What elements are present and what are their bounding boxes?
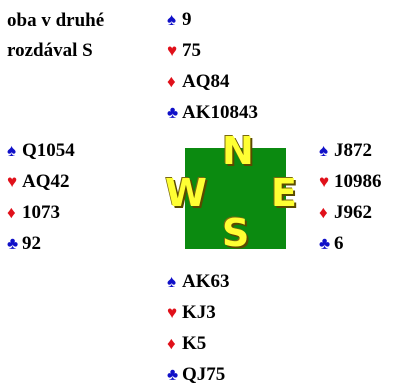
compass-north-label: N: [222, 129, 254, 173]
south-spades-cards: AK63: [182, 271, 230, 292]
west-clubs: ♣92: [7, 228, 75, 259]
east-spades: ♠ J872: [319, 135, 382, 166]
club-icon: ♣: [167, 103, 179, 122]
south-hearts-cards: KJ3: [182, 302, 216, 323]
diamond-icon: ♦: [167, 72, 176, 91]
east-diamonds-cards: J962: [334, 202, 372, 223]
spade-icon: ♠: [167, 10, 177, 29]
north-hand: ♠9 ♥75 ♦AQ84 ♣AK10843: [167, 4, 258, 128]
diamond-icon: ♦: [167, 334, 176, 353]
east-clubs: ♣6: [319, 228, 382, 259]
north-diamonds-cards: AQ84: [182, 71, 230, 92]
deal-info: oba v druhé rozdával S: [7, 6, 104, 66]
diamond-icon: ♦: [319, 203, 328, 222]
west-spades: ♠ Q1054: [7, 135, 75, 166]
heart-icon: ♥: [7, 172, 18, 191]
north-hearts-cards: 75: [182, 40, 201, 61]
west-hand: ♠ Q1054 ♥AQ42 ♦ 1073 ♣92: [7, 135, 75, 259]
compass-east-label: E: [271, 171, 297, 215]
west-hearts: ♥AQ42: [7, 166, 75, 197]
compass-west-label: W: [165, 171, 207, 215]
club-icon: ♣: [7, 234, 19, 253]
south-clubs: ♣QJ75: [167, 359, 230, 390]
compass-south-label: S: [222, 211, 250, 255]
west-diamonds-cards: 1073: [22, 202, 60, 223]
north-spades: ♠9: [167, 4, 258, 35]
east-clubs-cards: 6: [334, 233, 344, 254]
spade-icon: ♠: [7, 141, 17, 160]
heart-icon: ♥: [167, 41, 178, 60]
compass-square: [185, 148, 286, 249]
compass: N W E S: [165, 132, 297, 255]
north-diamonds: ♦ AQ84: [167, 66, 258, 97]
north-clubs-cards: AK10843: [182, 102, 258, 123]
west-clubs-cards: 92: [22, 233, 41, 254]
east-hand: ♠ J872 ♥10986 ♦ J962 ♣6: [319, 135, 382, 259]
east-spades-cards: J872: [334, 140, 372, 161]
east-hearts: ♥10986: [319, 166, 382, 197]
spade-icon: ♠: [167, 272, 177, 291]
south-spades: ♠ AK63: [167, 266, 230, 297]
vulnerability-text: oba v druhé: [7, 10, 105, 31]
club-icon: ♣: [167, 365, 179, 384]
south-clubs-cards: QJ75: [182, 364, 226, 385]
west-diamonds: ♦ 1073: [7, 197, 75, 228]
east-diamonds: ♦ J962: [319, 197, 382, 228]
dealer-text: rozdával S: [7, 40, 93, 61]
south-hand: ♠ AK63 ♥KJ3 ♦ K5 ♣QJ75: [167, 266, 230, 390]
club-icon: ♣: [319, 234, 331, 253]
south-diamonds-cards: K5: [182, 333, 207, 354]
east-hearts-cards: 10986: [334, 171, 382, 192]
heart-icon: ♥: [319, 172, 330, 191]
diamond-icon: ♦: [7, 203, 16, 222]
north-spades-cards: 9: [182, 9, 192, 30]
north-clubs: ♣AK10843: [167, 97, 258, 128]
west-spades-cards: Q1054: [22, 140, 75, 161]
south-hearts: ♥KJ3: [167, 297, 230, 328]
west-hearts-cards: AQ42: [22, 171, 70, 192]
south-diamonds: ♦ K5: [167, 328, 230, 359]
spade-icon: ♠: [319, 141, 329, 160]
north-hearts: ♥75: [167, 35, 258, 66]
heart-icon: ♥: [167, 303, 178, 322]
